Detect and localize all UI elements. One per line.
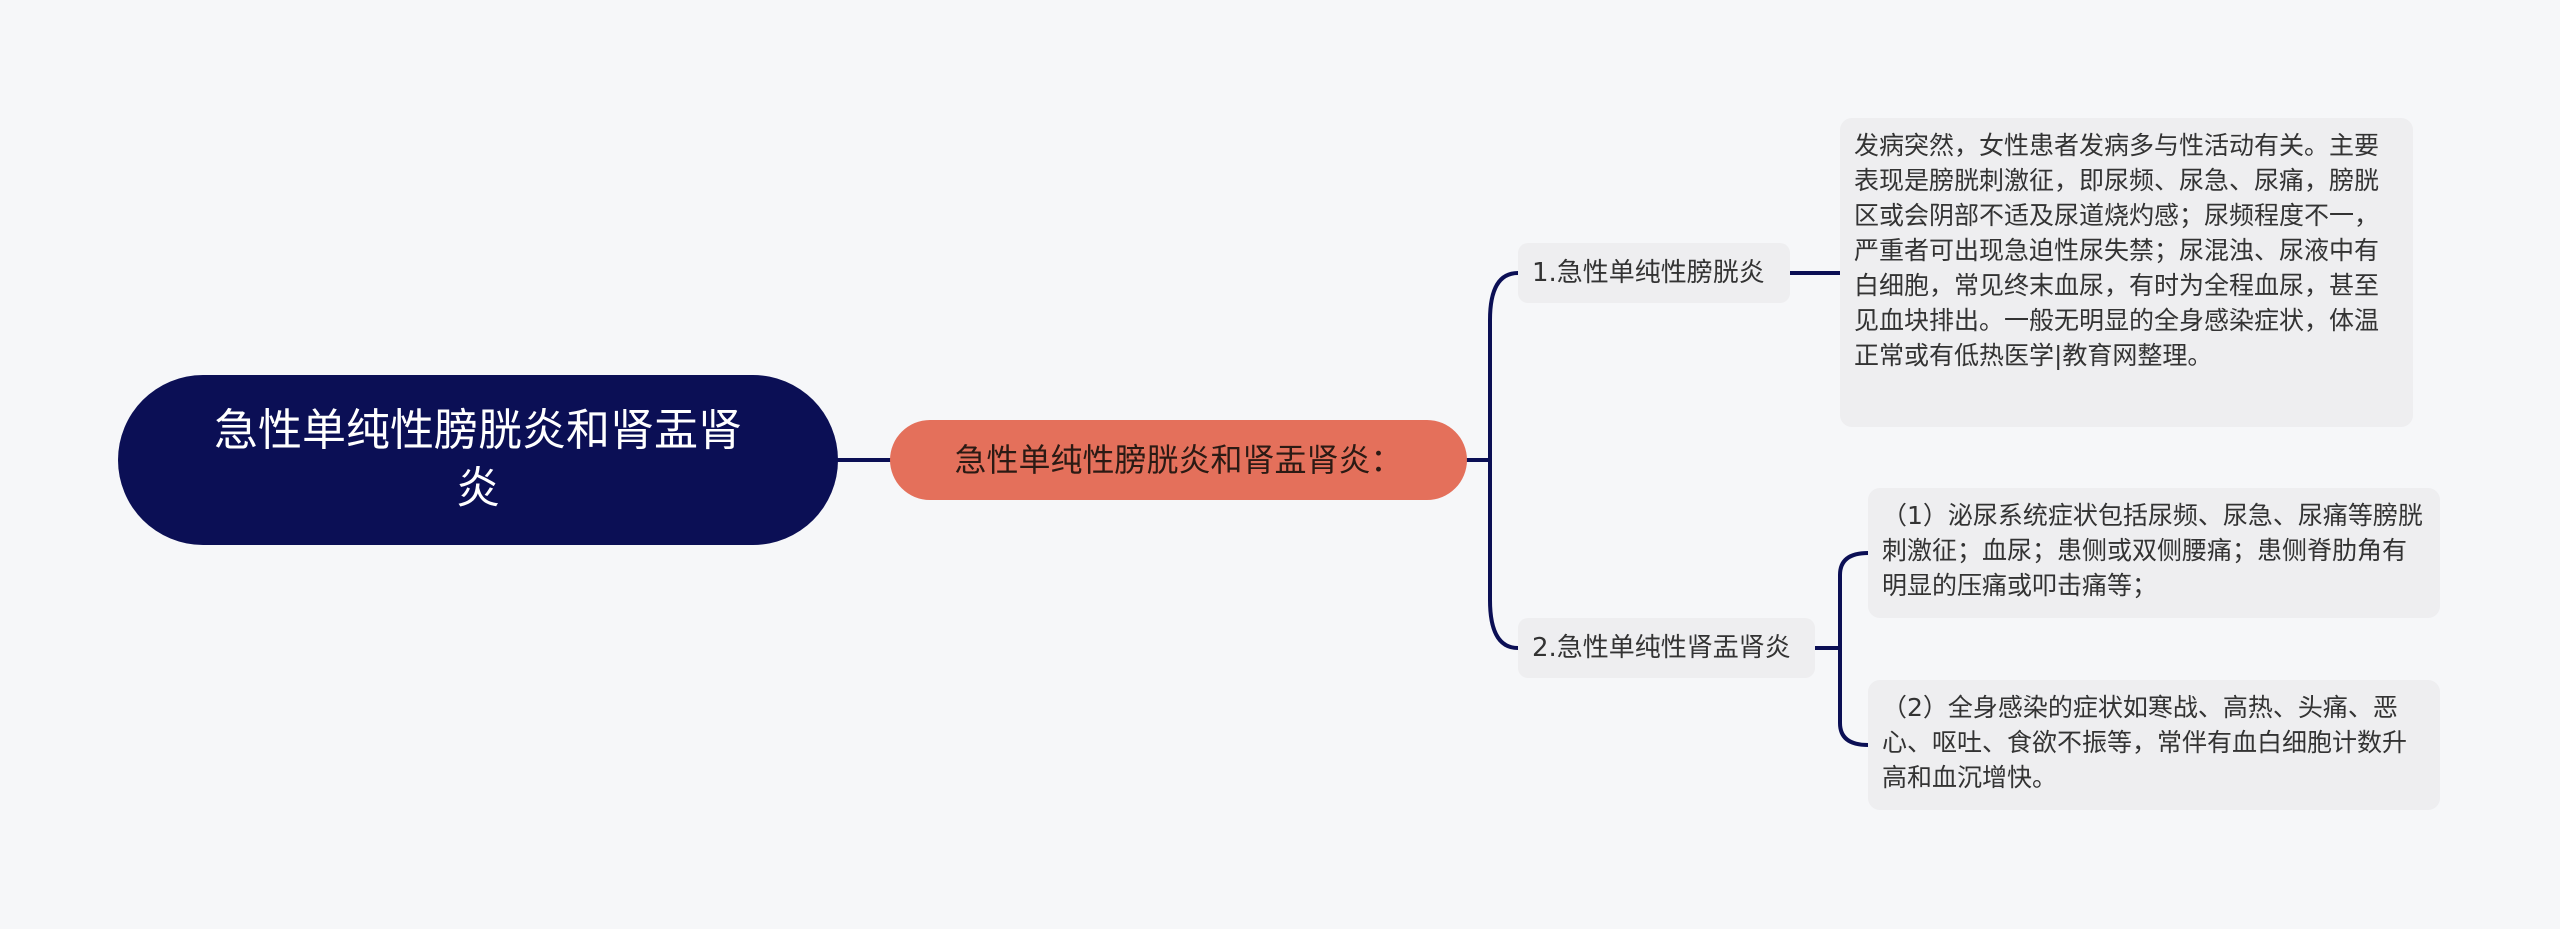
detail-node-text: （1）泌尿系统症状包括尿频、尿急、尿痛等膀胱刺激征；血尿；患侧或双侧腰痛；患侧脊… xyxy=(1882,501,2423,600)
branch-node-cystitis[interactable]: 1.急性单纯性膀胱炎 xyxy=(1518,243,1790,303)
detail-node-urinary-symptoms[interactable]: （1）泌尿系统症状包括尿频、尿急、尿痛等膀胱刺激征；血尿；患侧或双侧腰痛；患侧脊… xyxy=(1868,488,2440,618)
detail-node-text: 发病突然，女性患者发病多与性活动有关。主要表现是膀胱刺激征，即尿频、尿急、尿痛，… xyxy=(1854,131,2380,370)
detail-node-systemic-symptoms[interactable]: （2）全身感染的症状如寒战、高热、头痛、恶心、呕吐、食欲不振等，常伴有血白细胞计… xyxy=(1868,680,2440,810)
detail-node-text: （2）全身感染的症状如寒战、高热、头痛、恶心、呕吐、食欲不振等，常伴有血白细胞计… xyxy=(1882,693,2408,792)
subtopic-node-label: 急性单纯性膀胱炎和肾盂肾炎： xyxy=(954,441,1403,479)
branch-node-label: 2.急性单纯性肾盂肾炎 xyxy=(1532,633,1791,663)
branch-node-label: 1.急性单纯性膀胱炎 xyxy=(1532,258,1765,288)
branch-node-pyelonephritis[interactable]: 2.急性单纯性肾盂肾炎 xyxy=(1518,618,1815,678)
branch-2-to-details-connector xyxy=(1813,551,1870,747)
root-node[interactable]: 急性单纯性膀胱炎和肾盂肾炎 xyxy=(118,375,838,545)
subtopic-node[interactable]: 急性单纯性膀胱炎和肾盂肾炎： xyxy=(890,420,1467,500)
root-node-label: 急性单纯性膀胱炎和肾盂肾炎 xyxy=(214,405,742,514)
detail-node-cystitis-symptoms[interactable]: 发病突然，女性患者发病多与性活动有关。主要表现是膀胱刺激征，即尿频、尿急、尿痛，… xyxy=(1840,118,2413,427)
subtopic-to-branches-connector xyxy=(1465,271,1520,650)
